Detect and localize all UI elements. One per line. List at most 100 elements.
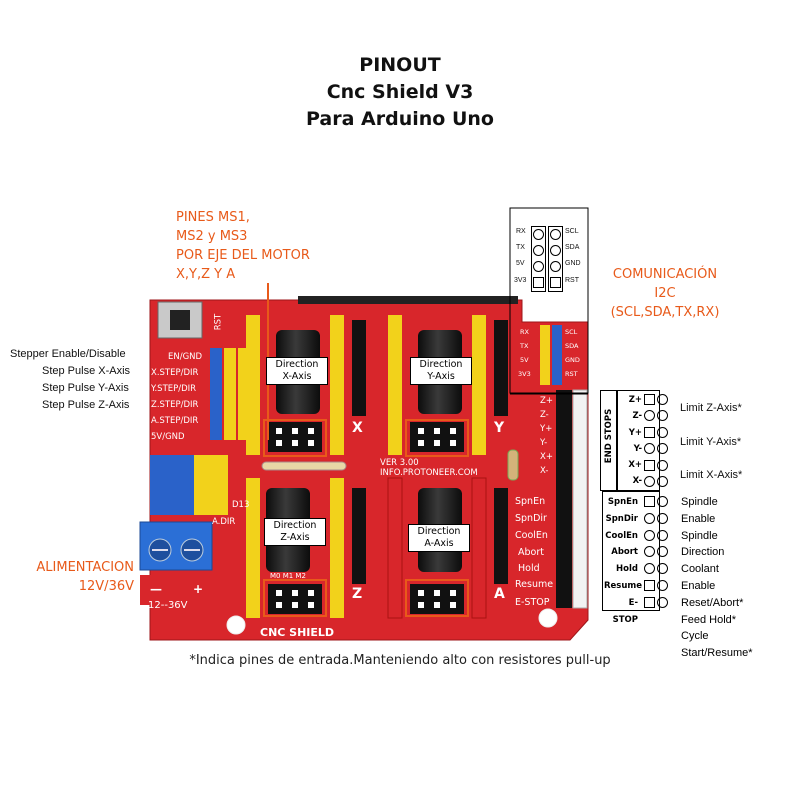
limit-z: Limit Z-Axis* xyxy=(680,402,742,414)
title-line-1: PINOUT xyxy=(359,54,441,76)
silk-rx: RX xyxy=(520,328,529,336)
silk-scl: SCL xyxy=(565,328,578,336)
silk-y-step: Y.STEP/DIR xyxy=(151,384,197,394)
direction-a-tag: Direction A-Axis xyxy=(408,524,470,552)
board-version: VER 3.00 xyxy=(380,458,419,468)
control-coolen: CoolEn xyxy=(605,530,638,541)
direction-a-line1: Direction xyxy=(417,526,461,537)
silk-resume: Resume xyxy=(515,579,554,590)
silk-a-step: A.STEP/DIR xyxy=(151,416,199,426)
axis-letter-z: Z xyxy=(352,586,363,602)
direction-x-line1: Direction xyxy=(275,359,319,370)
i2c-line3: (SCL,SDA,TX,RX) xyxy=(610,305,720,320)
inset-rx: RX xyxy=(516,228,526,235)
end-stop-z-plus: Z+ xyxy=(628,395,642,405)
board-name: CNC SHIELD xyxy=(260,626,335,639)
rst-silk: RST xyxy=(213,313,224,331)
silk-coolen: CoolEn xyxy=(515,530,548,541)
silk-power-plus: + xyxy=(193,582,204,596)
silk-spndir: SpnDir xyxy=(515,513,547,524)
silk-5v: 5V xyxy=(520,356,529,364)
i2c-inset-box xyxy=(509,207,589,394)
silk-gnd: GND xyxy=(565,356,580,364)
i2c-header-yellow xyxy=(540,325,550,385)
end-stops-label: END STOPS xyxy=(604,408,614,464)
inset-scl: SCL xyxy=(565,228,579,235)
silk-5v-gnd: 5V/GND xyxy=(151,432,185,442)
end-stop-x-minus: X- xyxy=(632,476,642,487)
top-pin-row xyxy=(298,296,518,304)
title-line-2: Cnc Shield V3 xyxy=(326,81,474,103)
endstops-table xyxy=(616,390,660,491)
direction-y-line2: Y-Axis xyxy=(427,371,455,382)
axis-letter-x: X xyxy=(352,420,363,436)
silk-x-step: X.STEP/DIR xyxy=(151,368,199,378)
control-hold: Hold xyxy=(616,564,638,575)
driver-pins-silk: M0 M1 M2 xyxy=(270,572,306,580)
power-annotation: ALIMENTACION 12V/36V xyxy=(14,558,134,596)
ms-pins-annotation: PINES MS1, MS2 y MS3 POR EJE DEL MOTOR X… xyxy=(176,208,310,284)
control-estop: E-STOP xyxy=(612,597,638,625)
direction-z-line2: Z-Axis xyxy=(280,532,310,543)
direction-z-line1: Direction xyxy=(273,520,317,531)
inset-5v: 5V xyxy=(516,260,525,267)
inset-gnd: GND xyxy=(565,260,581,267)
silk-estop: E-STOP xyxy=(515,597,550,608)
control-resume: Resume xyxy=(604,580,643,591)
silk-x-plus: X+ xyxy=(540,452,553,462)
controls-descriptions: Spindle Enable Spindle Direction Coolant… xyxy=(681,494,753,662)
board-url: INFO.PROTONEER.COM xyxy=(380,468,478,478)
silk-abort: Abort xyxy=(518,547,544,558)
inset-pin-col-left xyxy=(531,226,546,292)
power-line1: ALIMENTACION xyxy=(36,560,134,575)
inset-3v3: 3V3 xyxy=(514,277,527,284)
silk-y-plus: Y+ xyxy=(540,424,553,434)
silk-3v3: 3V3 xyxy=(518,370,531,378)
silk-z-minus: Z- xyxy=(540,410,549,420)
i2c-line2: I2C xyxy=(654,286,676,301)
limit-x: Limit X-Axis* xyxy=(680,469,743,481)
ms-highlight-box xyxy=(263,419,327,457)
ms-pins-line3: POR EJE DEL MOTOR xyxy=(176,248,310,263)
control-spndir: SpnDir xyxy=(605,513,638,524)
inset-tx: TX xyxy=(516,244,525,251)
left-header-yellow xyxy=(224,348,236,440)
driver-socket-x xyxy=(246,315,344,455)
silk-x-minus: X- xyxy=(540,466,549,476)
desc-spindle-enable: Spindle Enable xyxy=(681,496,718,525)
silk-a-dir: A.DIR xyxy=(212,517,236,527)
ms-pins-line2: MS2 y MS3 xyxy=(176,229,248,244)
mounting-hole xyxy=(538,608,558,628)
driver-socket-y xyxy=(388,315,486,455)
end-stop-z-minus: Z- xyxy=(632,411,642,422)
inset-sda: SDA xyxy=(565,244,580,251)
desc-spindle-direction: Spindle Direction xyxy=(681,529,725,559)
ms-pins-line4: X,Y,Z Y A xyxy=(176,267,236,282)
silk-z-step: Z.STEP/DIR xyxy=(151,400,199,410)
silk-d13: D13 xyxy=(232,500,250,510)
end-stop-y-plus: Y+ xyxy=(628,427,642,438)
silk-z-plus: Z+ xyxy=(540,396,553,406)
endstop-header-white xyxy=(572,389,588,609)
end-stops-list: Z+ Z- Y+ Y- X+ X- xyxy=(618,392,642,490)
silk-power-range: 12--36V xyxy=(148,600,188,611)
direction-x-line2: X-Axis xyxy=(282,371,312,382)
end-stops-col: END STOPS xyxy=(600,390,618,491)
axis-letter-a: A xyxy=(494,586,505,602)
mounting-hole xyxy=(226,615,246,635)
silk-en-gnd: EN/GND xyxy=(168,352,203,362)
direction-y-line1: Direction xyxy=(419,359,463,370)
left-header-blue xyxy=(210,348,222,440)
control-spnen: SpnEn xyxy=(607,497,638,507)
silk-y-minus: Y- xyxy=(540,438,548,448)
end-stop-y-minus: Y- xyxy=(633,443,642,454)
title-line-3: Para Arduino Uno xyxy=(306,108,494,130)
i2c-line1: COMUNICACIÓN xyxy=(612,267,718,282)
silk-rst: RST xyxy=(565,370,578,378)
direction-a-line2: A-Axis xyxy=(424,538,454,549)
driver-socket-z xyxy=(246,478,344,618)
desc-coolant-enable: Coolant Enable xyxy=(681,563,719,592)
end-stop-x-plus: X+ xyxy=(628,460,642,471)
resistor xyxy=(507,449,519,481)
direction-z-tag: Direction Z-Axis xyxy=(264,518,326,546)
